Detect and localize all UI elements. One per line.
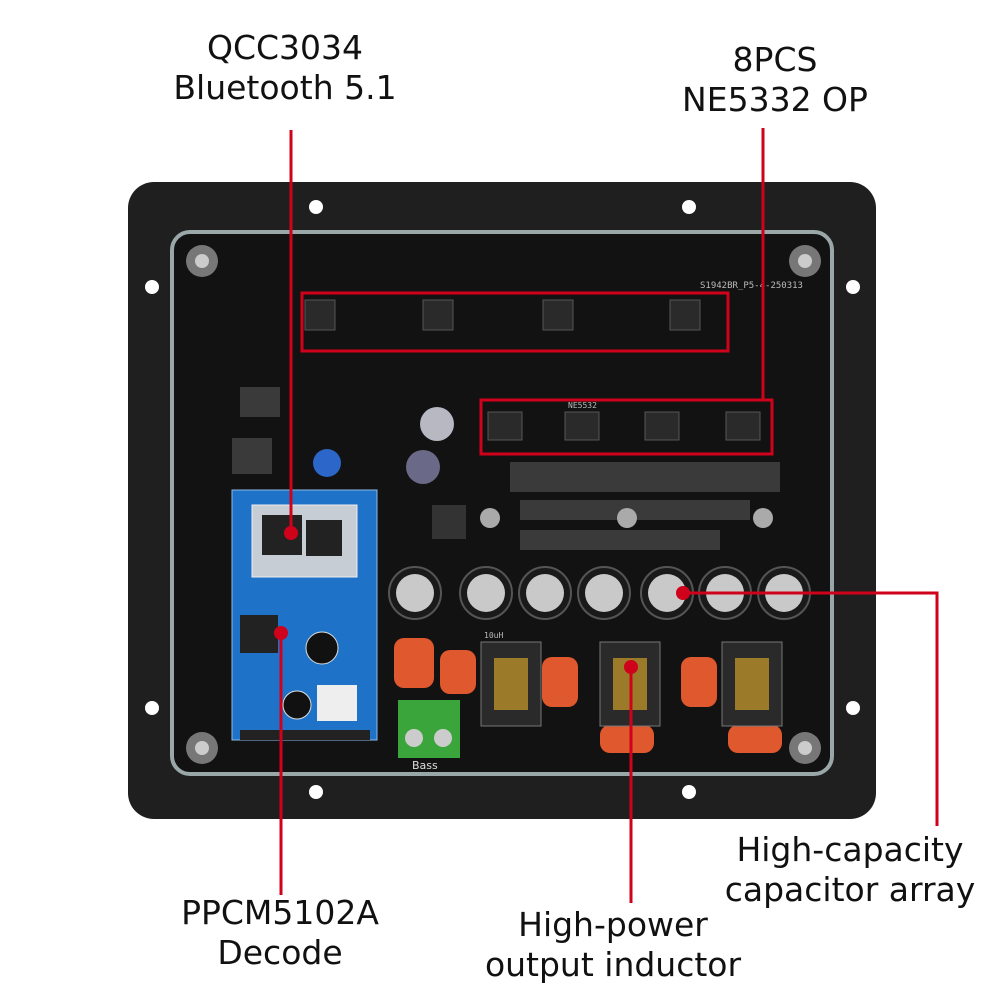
bt-chip-2 xyxy=(306,520,342,556)
terminal-screw-2 xyxy=(434,729,452,747)
inductor-line-1: High-power xyxy=(518,905,708,944)
bluetooth-version: Bluetooth 5.1 xyxy=(173,68,397,107)
small-capacitor-a xyxy=(420,407,454,441)
decoder-model: PPCM5102A xyxy=(181,893,379,932)
op-amp-model: NE5332 OP xyxy=(682,80,868,119)
bluetooth-callout-label: QCC3034 Bluetooth 5.1 xyxy=(150,28,420,108)
callout-lines xyxy=(279,128,939,903)
decoder-chip xyxy=(240,615,278,653)
callout-dots xyxy=(274,526,690,674)
capacitor-line-1: High-capacity xyxy=(736,830,964,869)
bt-capacitor-2 xyxy=(282,690,312,720)
op-amp-count: 8PCS xyxy=(732,40,818,79)
plate-mounting-holes xyxy=(145,200,860,799)
op-amp-highlight-bottom xyxy=(479,398,774,456)
capacitor-line-2: capacitor array xyxy=(724,870,976,909)
silk-chip-label: NE5532 xyxy=(568,401,597,410)
inductor-line-2: output inductor xyxy=(484,945,742,984)
bluetooth-chip-model: QCC3034 xyxy=(206,28,364,67)
bt-capacitor xyxy=(305,631,339,665)
silk-inductor: 10uH xyxy=(484,631,503,640)
input-terminal-block xyxy=(398,700,460,758)
decoder-function: Decode xyxy=(217,933,343,972)
inductor-callout-label: High-power output inductor xyxy=(458,905,768,985)
op-amp-highlight-top xyxy=(300,291,730,353)
capacitor-array xyxy=(388,566,811,620)
op-amp-row-top xyxy=(304,299,701,331)
bt-connector xyxy=(317,685,357,721)
capacitor-callout-label: High-capacity capacitor array xyxy=(705,830,995,910)
trimmer-pot xyxy=(313,449,341,477)
rectifier-diode xyxy=(432,505,466,539)
film-capacitors xyxy=(394,638,782,753)
silk-bass: Bass xyxy=(412,759,438,772)
smd-components xyxy=(232,387,780,550)
op-amp-row-bottom xyxy=(487,411,761,441)
pcb-standoffs xyxy=(186,245,821,764)
pcb-screws xyxy=(480,508,773,528)
decoder-callout-label: PPCM5102A Decode xyxy=(145,893,415,973)
terminal-screw-1 xyxy=(405,729,423,747)
op-amp-callout-label: 8PCS NE5332 OP xyxy=(660,40,890,120)
small-capacitor-b xyxy=(406,450,440,484)
silk-board-id: S1942BR_P5-4-250313 xyxy=(700,281,803,291)
bt-pin-header xyxy=(240,730,370,740)
